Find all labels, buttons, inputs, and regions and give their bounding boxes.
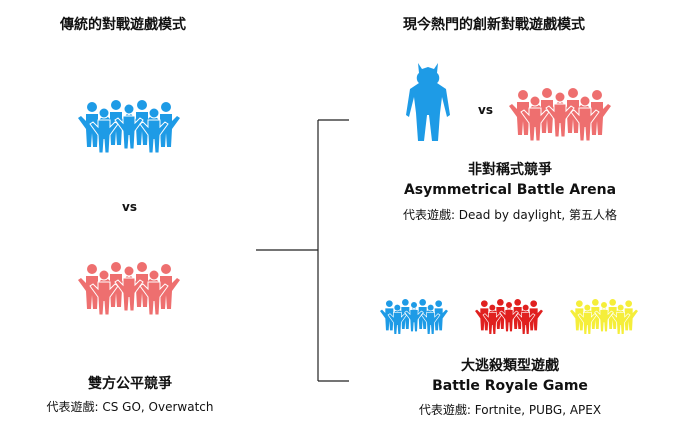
asym-name-en: Asymmetrical Battle Arena [403,182,617,198]
asym-name-zh: 非對稱式競爭 [468,162,552,178]
asym-examples: 代表遊戲: Dead by daylight, 第五人格 [402,208,618,222]
royale-blue-squad [380,299,448,335]
left-title: 傳統的對戰遊戲模式 [60,17,186,33]
fair-competition-examples: 代表遊戲: CS GO, Overwatch [46,400,214,414]
asym-red-team-figures [509,88,611,142]
left-vs-label: vs [122,200,137,214]
royale-name-zh: 大逃殺類型遊戲 [461,358,559,374]
right-title: 現今熱門的創新對戰遊戲模式 [403,17,585,33]
fair-competition-label: 雙方公平競爭 [88,376,172,392]
royale-examples: 代表遊戲: Fortnite, PUBG, APEX [418,403,602,417]
royale-red-squad [475,299,543,335]
monster-figure [406,63,450,141]
royale-name-en: Battle Royale Game [432,378,588,394]
asym-vs-label: vs [478,103,493,117]
royale-yellow-squad [570,299,638,335]
